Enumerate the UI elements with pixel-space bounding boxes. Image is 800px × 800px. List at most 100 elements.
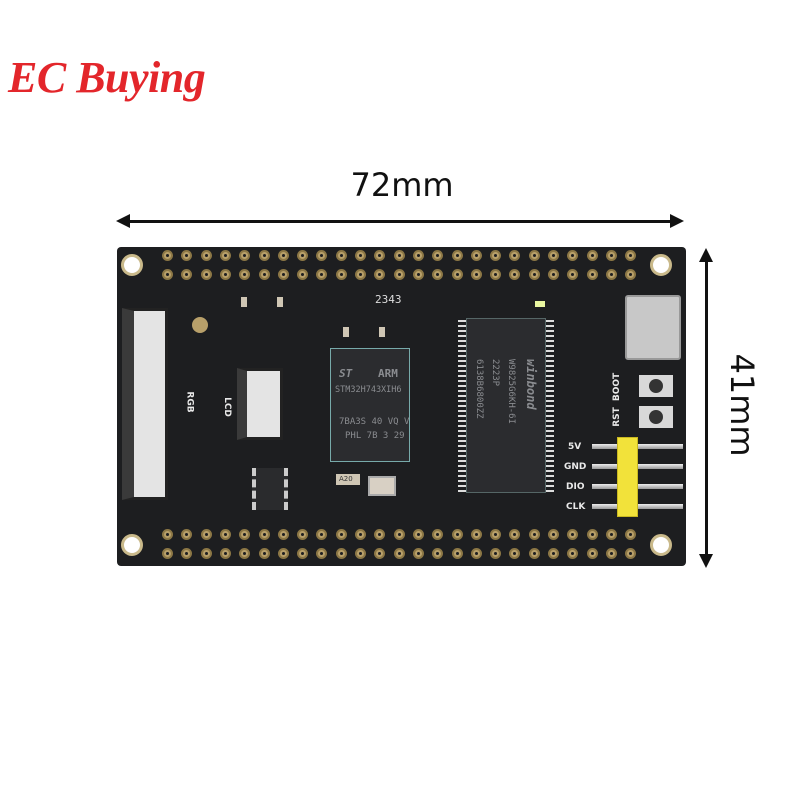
header-pin	[181, 250, 193, 261]
header-pin	[412, 269, 424, 280]
header-plastic	[617, 437, 638, 517]
header-pin	[625, 269, 637, 280]
header-pin	[509, 529, 521, 540]
header-pin	[355, 269, 366, 280]
header-pin	[335, 250, 347, 261]
header-pin	[335, 548, 347, 559]
header-pin	[200, 548, 212, 559]
test-pad	[192, 317, 208, 333]
sdram-line2: 2223P	[490, 359, 500, 387]
usb-c-port[interactable]	[625, 295, 681, 360]
sdram-chip: 6138B6800ZZ 2223P W9825G6KH-6I winbond	[466, 318, 546, 493]
header-pin	[316, 548, 328, 559]
header-pin	[219, 250, 231, 261]
mounting-hole	[650, 534, 672, 556]
header-pin	[239, 529, 251, 540]
arrowhead-up-icon	[699, 248, 713, 262]
lcd-label: LCD	[221, 397, 232, 417]
led	[535, 301, 545, 307]
header-pin	[586, 548, 598, 559]
header-pin	[528, 250, 540, 261]
header-pin	[528, 269, 540, 280]
header-pin	[451, 548, 463, 559]
header-pin	[548, 548, 559, 559]
crystal-oscillator	[368, 476, 396, 496]
header-pin	[586, 250, 598, 261]
header-pin	[297, 548, 309, 559]
rst-label: RST	[611, 407, 622, 427]
header-pin	[490, 529, 502, 540]
mcu-part: STM32H743XIH6	[335, 385, 402, 395]
header-pin	[355, 250, 366, 261]
header-pin	[605, 269, 617, 280]
brand-logo: EC Buying	[8, 53, 206, 102]
pin-label-5v: 5V	[568, 442, 582, 452]
reset-button[interactable]	[639, 406, 673, 428]
header-pin	[509, 250, 521, 261]
header-pin	[316, 250, 328, 261]
header-pin	[277, 269, 289, 280]
lcd-fpc-connector	[237, 368, 283, 440]
sdram-part: W9825G6KH-6I	[506, 359, 516, 425]
header-pin	[200, 269, 212, 280]
header-pin	[393, 529, 405, 540]
header-pin	[567, 548, 579, 559]
header-pin	[239, 269, 251, 280]
header-pin	[258, 269, 270, 280]
width-label: 72mm	[350, 166, 454, 204]
rgb-fpc-connector	[122, 308, 168, 500]
header-pin	[219, 529, 231, 540]
header-pin	[355, 548, 366, 559]
header-pin	[277, 548, 289, 559]
header-pin	[528, 529, 540, 540]
header-pin	[451, 529, 463, 540]
header-pin	[162, 250, 173, 261]
header-pin	[297, 529, 309, 540]
header-pin	[548, 529, 559, 540]
header-pin	[432, 548, 444, 559]
header-pin	[605, 548, 617, 559]
crystal-small	[336, 474, 360, 485]
header-pin	[181, 548, 193, 559]
header-pin	[432, 269, 444, 280]
header-pin	[432, 529, 444, 540]
header-pin	[509, 548, 521, 559]
header-pin	[181, 269, 193, 280]
header-pin	[219, 548, 231, 559]
pin-label-clk: CLK	[566, 502, 586, 512]
mcu-line3: PHL 7B 3 29	[345, 431, 405, 441]
header-pin	[625, 529, 637, 540]
smd-component	[277, 297, 283, 307]
header-pin	[605, 529, 617, 540]
header-pin	[393, 269, 405, 280]
header-pin	[625, 250, 637, 261]
header-pin	[355, 529, 366, 540]
rgb-label: RGB	[184, 391, 195, 413]
header-pin	[374, 250, 386, 261]
boot-button[interactable]	[639, 375, 673, 397]
header-pin	[316, 529, 328, 540]
header-pin	[567, 250, 579, 261]
st-logo: ST	[339, 367, 353, 380]
header-pin	[239, 548, 251, 559]
header-pin	[316, 269, 328, 280]
arrowhead-down-icon	[699, 554, 713, 568]
header-pin	[490, 548, 502, 559]
header-pin	[470, 548, 482, 559]
header-pin	[567, 269, 579, 280]
smd-component	[379, 327, 385, 337]
sdram-line3: 6138B6800ZZ	[474, 359, 484, 419]
mounting-hole	[121, 254, 143, 276]
header-pin	[586, 529, 598, 540]
header-pin	[200, 529, 212, 540]
header-pin	[239, 250, 251, 261]
height-label: 41mm	[723, 353, 761, 457]
mcu-chip: ST ARM STM32H743XIH6 7BA3S 40 VQ V PHL 7…	[330, 348, 410, 462]
crystal-label: A20	[339, 475, 353, 483]
height-arrow	[705, 258, 708, 558]
header-pin	[335, 529, 347, 540]
header-pin	[470, 250, 482, 261]
header-pin	[297, 250, 309, 261]
header-pin	[470, 269, 482, 280]
mounting-hole	[121, 534, 143, 556]
